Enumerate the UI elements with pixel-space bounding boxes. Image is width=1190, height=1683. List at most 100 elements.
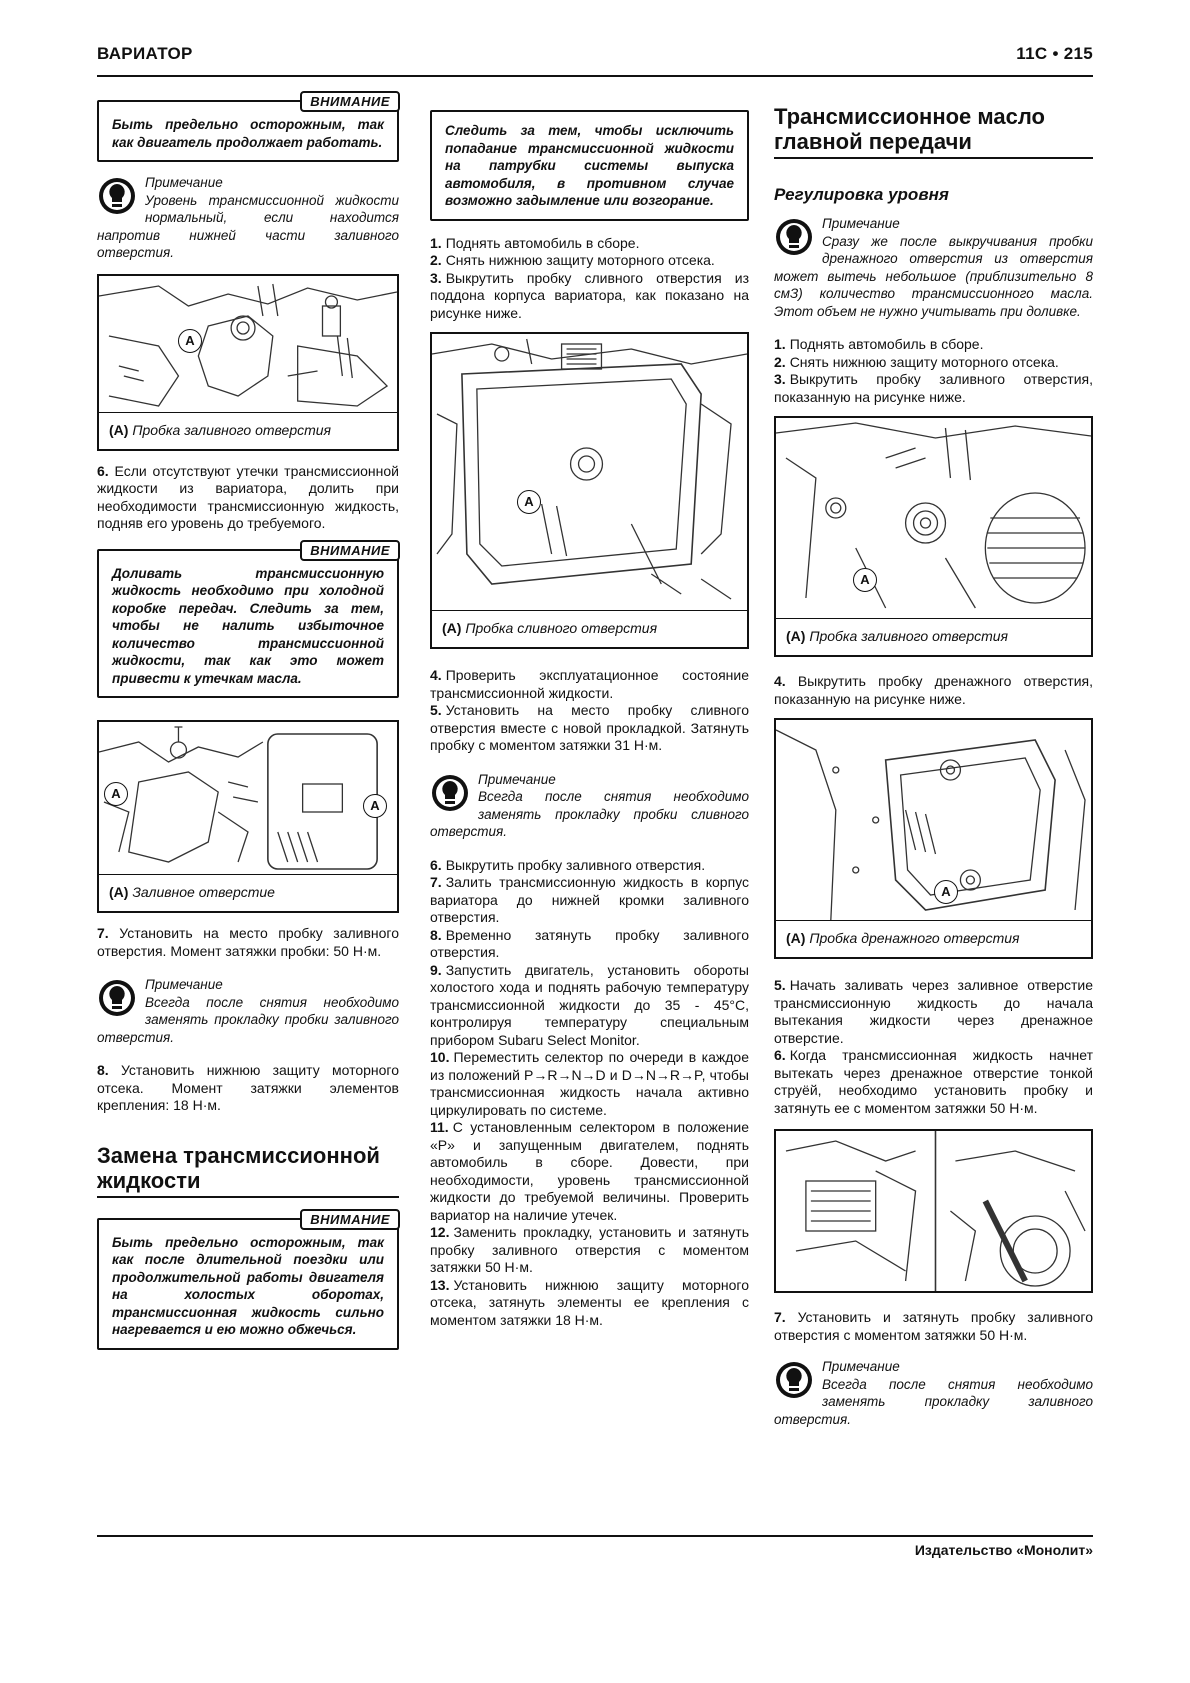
steps-list: 4.Проверить эксплуатационное состояние т… <box>430 667 749 755</box>
figure-plug-tightening <box>774 1129 1093 1293</box>
callout-a: A <box>104 782 128 806</box>
caption-text: Пробка заливного отверстия <box>809 628 1009 644</box>
figure-caption: (A) Пробка сливного отверстия <box>432 611 747 647</box>
step-5: 5.Установить на место пробку сливного от… <box>430 702 749 753</box>
note-label: Примечание <box>145 175 223 190</box>
steps-list: 1.Поднять автомобиль в сборе. 2.Снять ни… <box>430 235 749 323</box>
subsection-heading: Регулировка уровня <box>774 185 949 204</box>
warning-text: Быть предельно осторожным, так как двига… <box>112 117 384 150</box>
figure-illustration: A A <box>99 722 397 875</box>
steps-list: 6.Выкрутить пробку заливного отверстия. … <box>430 857 749 1330</box>
step-7: 7. Установить на место пробку заливного … <box>97 925 400 959</box>
note-text: Уровень трансмиссионной жидкости нормаль… <box>97 192 399 261</box>
step-7: 7. Установить и затянуть пробку заливног… <box>774 1309 1094 1343</box>
header-rule <box>97 75 1093 77</box>
column-middle: Следить за тем, чтобы исключить попадани… <box>430 94 749 1329</box>
callout-a: A <box>934 880 958 904</box>
lightbulb-icon <box>99 980 135 1016</box>
step-4: 4. Выкрутить пробку дренажного отверстия… <box>774 673 1094 707</box>
figure-illustration <box>776 1131 1091 1291</box>
callout-a: A <box>853 568 877 592</box>
heading-rule <box>774 157 1093 159</box>
step-13: 13.Установить нижнюю защиту моторного от… <box>430 1276 749 1328</box>
figure-fill-hole: A A (A) Заливное отверстие <box>97 720 399 913</box>
caption-text: Пробка дренажного отверстия <box>809 930 1020 946</box>
warning-box: ВНИМАНИЕ Доливать трансмиссионную жидкос… <box>97 539 400 698</box>
figure-illustration: A <box>776 418 1091 619</box>
step-6: 6.Выкрутить пробку заливного отверстия. <box>430 856 706 873</box>
column-left: ВНИМАНИЕ Быть предельно осторожным, так … <box>97 91 400 1350</box>
figure-fill-plug: A (A) Пробка заливного отверстия <box>97 273 399 451</box>
step-1: 1.Поднять автомобиль в сборе. <box>430 234 640 251</box>
section-heading: Трансмиссионное масло главной передачи <box>774 104 1045 154</box>
warning-tag: ВНИМАНИЕ <box>300 539 400 561</box>
step-7: 7.Залить трансмиссионную жидкость в корп… <box>430 874 749 925</box>
note-label: Примечание <box>822 1359 900 1374</box>
figure-fill-plug: A (A) Пробка заливного отверстия <box>774 416 1093 657</box>
step-10: 10.Переместить селектор по очереди в каж… <box>430 1049 749 1118</box>
step-2: 2.Снять нижнюю защиту моторного отсека. <box>774 353 1059 370</box>
caption-text: Заливное отверстие <box>132 884 275 900</box>
warning-tag: ВНИМАНИЕ <box>300 1208 400 1230</box>
figure-caption: (A) Заливное отверстие <box>99 875 397 911</box>
publisher: Издательство «Монолит» <box>914 1542 1093 1558</box>
lightbulb-icon <box>776 219 812 255</box>
lightbulb-icon <box>432 774 468 811</box>
footer-rule <box>97 1535 1093 1537</box>
caption-key: (A) <box>109 884 129 900</box>
lightbulb-icon <box>99 178 135 214</box>
lightbulb-icon <box>776 1362 812 1398</box>
note-label: Примечание <box>478 771 556 787</box>
figure-drain-plug: A (A) Пробка сливного отверстия <box>430 332 749 649</box>
callout-a: A <box>517 490 541 514</box>
step-11: 11.С установленным селектором в положени… <box>430 1119 749 1223</box>
note: Примечание Всегда после снятия необходим… <box>97 976 399 1046</box>
step-9: 9.Запустить двигатель, установить оборот… <box>430 961 749 1048</box>
step-8: 8. Установить нижнюю защиту моторного от… <box>97 1062 399 1113</box>
note: Примечание Всегда после снятия необходим… <box>430 771 749 841</box>
step-6: 6. Если отсутствуют утечки трансмиссионн… <box>97 462 399 532</box>
heading-rule <box>97 1195 399 1198</box>
note: Примечание Всегда после снятия необходим… <box>774 1358 1093 1428</box>
note-text: Всегда после снятия необходимо заменять … <box>774 1376 1093 1427</box>
warning-box: ВНИМАНИЕ Быть предельно осторожным, так … <box>97 1208 400 1350</box>
caption-key: (A) <box>442 620 462 636</box>
figure-illustration: A <box>432 334 747 611</box>
figure-drain-plug: A (A) Пробка дренажного отверстия <box>774 718 1093 959</box>
warning-box: ВНИМАНИЕ Быть предельно осторожным, так … <box>97 91 400 162</box>
warning-text: Доливать трансмиссионную жидкость необхо… <box>112 565 384 686</box>
warning-box: Следить за тем, чтобы исключить попадани… <box>430 110 749 221</box>
step-3: 3.Выкрутить пробку сливного отверстия из… <box>430 269 749 321</box>
step-1: 1.Поднять автомобиль в сборе. <box>774 336 984 352</box>
caption-key: (A) <box>786 628 806 644</box>
callout-a: A <box>178 328 202 353</box>
page-number: 11C • 215 <box>1016 44 1093 63</box>
figure-illustration: A <box>99 276 397 413</box>
note-text: Всегда после снятия необходимо заменять … <box>430 789 749 839</box>
note-text: Сразу же после выкручивания пробки дрена… <box>774 233 1093 319</box>
note-text: Всегда после снятия необходимо заменять … <box>97 994 399 1045</box>
steps-list: 1.Поднять автомобиль в сборе. 2.Снять ни… <box>774 336 1093 406</box>
note: Примечание Уровень трансмиссионной жидко… <box>97 174 399 262</box>
caption-key: (A) <box>109 421 129 438</box>
figure-caption: (A) Пробка дренажного отверстия <box>776 921 1091 957</box>
step-6: 6.Когда трансмиссионная жидкость начнет … <box>774 1047 1093 1116</box>
step-12: 12.Заменить прокладку, установить и затя… <box>430 1224 749 1275</box>
caption-key: (A) <box>786 930 806 946</box>
callout-a: A <box>363 794 387 818</box>
step-3: 3.Выкрутить пробку заливного отверстия, … <box>774 371 1093 405</box>
column-right: Трансмиссионное масло главной передачи Р… <box>774 94 1093 1428</box>
warning-text: Следить за тем, чтобы исключить попадани… <box>445 123 734 208</box>
step-4: 4.Проверить эксплуатационное состояние т… <box>430 667 749 701</box>
warning-tag: ВНИМАНИЕ <box>300 91 400 112</box>
note-label: Примечание <box>822 216 900 231</box>
figure-caption: (A) Пробка заливного отверстия <box>99 413 397 449</box>
note: Примечание Сразу же после выкручивания п… <box>774 215 1093 320</box>
step-8: 8.Временно затянуть пробку заливного отв… <box>430 926 749 961</box>
figure-caption: (A) Пробка заливного отверстия <box>776 619 1091 655</box>
step-2: 2.Снять нижнюю защиту моторного отсека. <box>430 252 715 268</box>
warning-text: Быть предельно осторожным, так как после… <box>112 1234 384 1338</box>
step-5: 5.Начать заливать через заливное отверст… <box>774 977 1093 1046</box>
section-title: ВАРИАТОР <box>97 44 193 63</box>
figure-illustration: A <box>776 720 1091 921</box>
